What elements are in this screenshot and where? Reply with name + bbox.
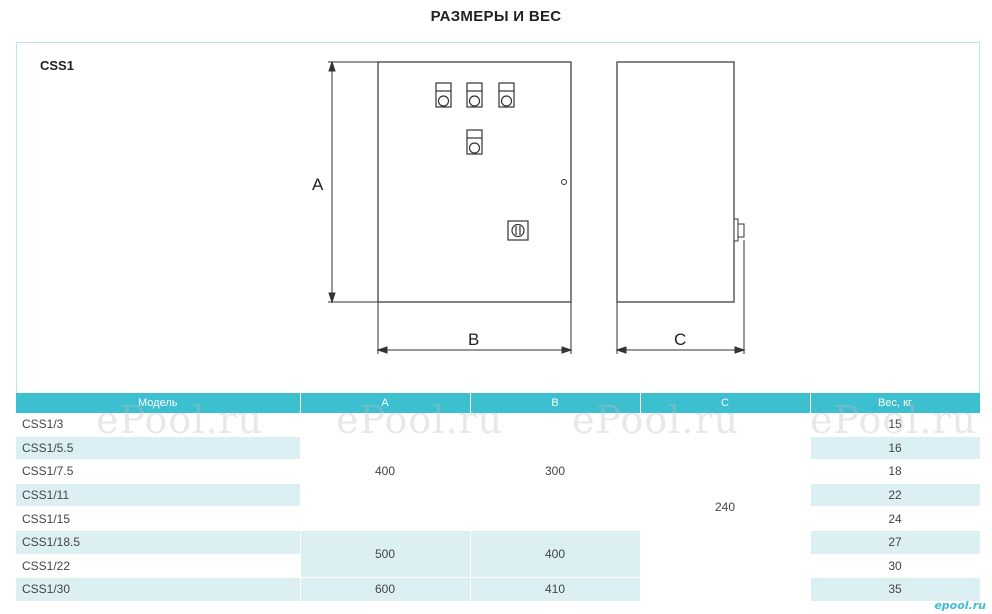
cell-model: CSS1/11 — [16, 483, 301, 508]
cell-a: 500 — [300, 530, 471, 579]
cabinet-side — [616, 61, 735, 303]
indicator-lamps — [435, 82, 515, 155]
cell-b: 410 — [470, 577, 641, 602]
cell-b: 300 — [470, 413, 641, 531]
model-label: CSS1 — [40, 58, 74, 73]
header-b: B — [470, 393, 641, 413]
table-row: CSS1/5.5 16 — [16, 436, 981, 461]
cell-weight: 24 — [810, 506, 981, 531]
cell-weight: 22 — [810, 483, 981, 508]
cell-weight: 16 — [810, 436, 981, 461]
header-a: A — [300, 393, 471, 413]
table-row: CSS1/22 30 — [16, 554, 981, 579]
dimension-c — [615, 240, 746, 354]
cell-c: 240 — [640, 413, 811, 602]
table-row: CSS1/18.5 500 400 27 — [16, 530, 981, 579]
dimension-b — [376, 302, 573, 354]
header-model: Модель — [16, 393, 301, 413]
spec-table: Модель A B C Вес, кг CSS1/3 400 300 240 … — [16, 393, 981, 602]
table-row: CSS1/3 400 300 240 15 — [16, 413, 981, 602]
table-header-row: Модель A B C Вес, кг — [16, 393, 981, 413]
cell-a: 400 — [300, 413, 471, 531]
dimension-a — [328, 60, 378, 304]
cell-model: CSS1/15 — [16, 506, 301, 531]
cell-model: CSS1/5.5 — [16, 436, 301, 461]
epool-logo: epool.ru — [934, 599, 986, 612]
cell-weight: 18 — [810, 459, 981, 484]
cell-model: CSS1/18.5 — [16, 530, 301, 555]
table-row: CSS1/11 22 — [16, 483, 981, 508]
main-switch-icon — [507, 220, 529, 241]
page-title: РАЗМЕРЫ И ВЕС — [430, 8, 562, 25]
header-c: C — [640, 393, 811, 413]
header-weight: Вес, кг — [810, 393, 981, 413]
lock-icon — [561, 179, 567, 185]
dim-label-c: C — [674, 330, 686, 349]
cell-weight: 35 — [810, 577, 981, 602]
cell-weight: 30 — [810, 554, 981, 579]
cell-weight: 27 — [810, 530, 981, 555]
dim-label-a: A — [312, 175, 324, 194]
cell-model: CSS1/3 — [16, 413, 301, 437]
table-row: CSS1/7.5 18 — [16, 459, 981, 484]
cell-model: CSS1/30 — [16, 577, 301, 602]
drawing-frame — [16, 42, 980, 393]
cell-model: CSS1/22 — [16, 554, 301, 579]
dim-label-b: B — [468, 330, 479, 349]
cell-weight: 15 — [810, 413, 981, 437]
cell-a: 600 — [300, 577, 471, 602]
dimension-drawing: A B C — [312, 60, 746, 354]
cell-model: CSS1/7.5 — [16, 459, 301, 484]
table-row: CSS1/30 600 410 35 — [16, 577, 981, 602]
table-row: CSS1/15 24 — [16, 506, 981, 531]
cell-b: 400 — [470, 530, 641, 579]
handle-icon — [733, 218, 745, 242]
